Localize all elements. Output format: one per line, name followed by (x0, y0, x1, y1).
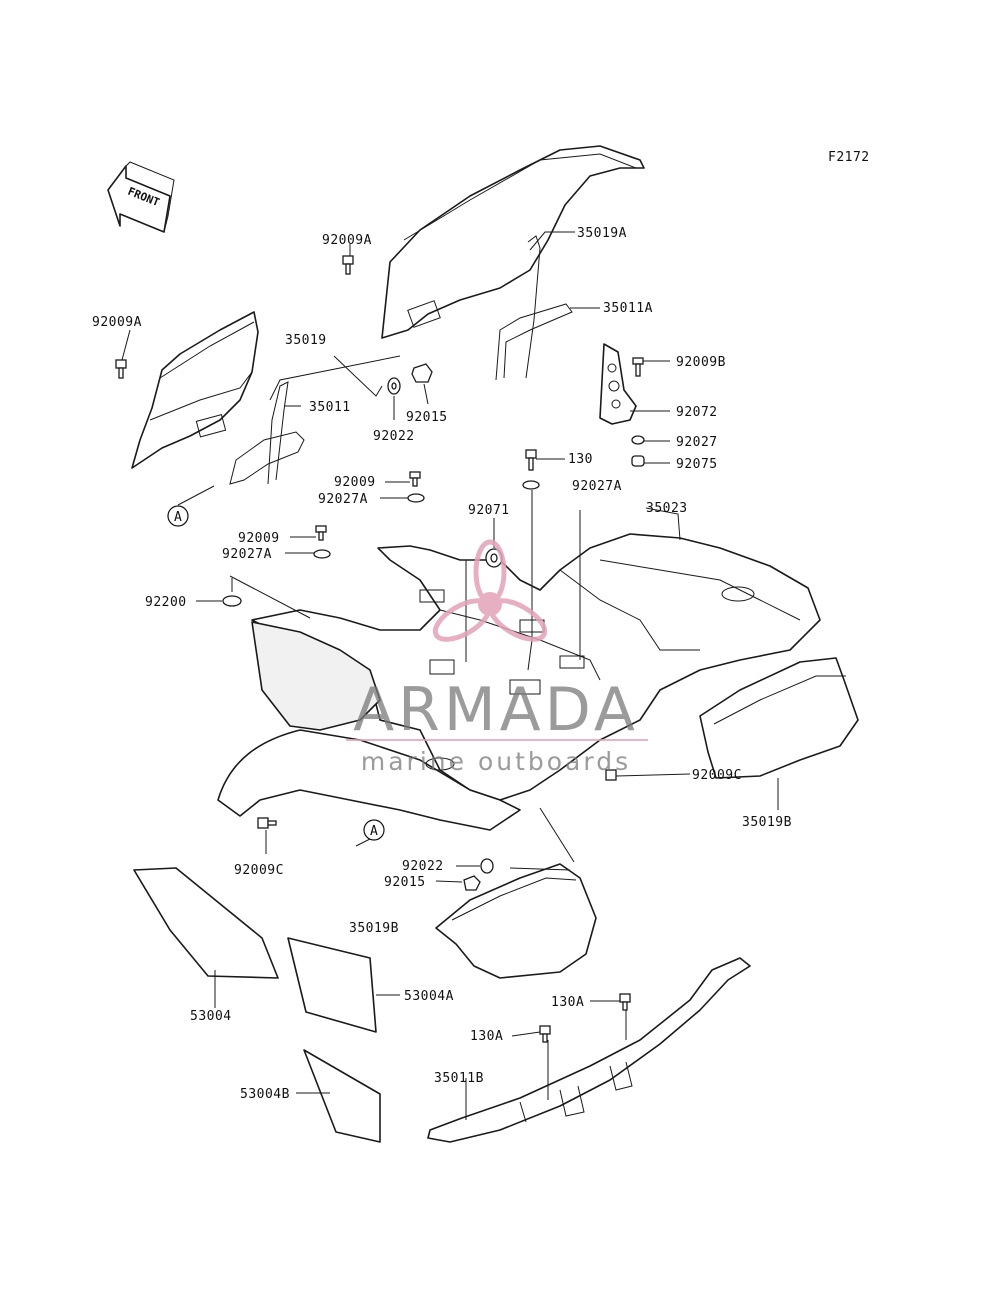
label-35011: 35011 (309, 400, 351, 415)
washer-92027A-a (407, 493, 425, 503)
label-53004A: 53004A (404, 989, 454, 1004)
label-92009A-top: 92009A (322, 233, 372, 248)
svg-text:A: A (174, 510, 182, 525)
label-92009C-right: 92009C (692, 768, 742, 783)
label-53004: 53004 (190, 1009, 232, 1024)
label-130A-right: 130A (551, 995, 584, 1010)
mud-flap-right-35019B (699, 657, 859, 779)
bolt-130 (525, 449, 537, 471)
washer-92200 (222, 595, 242, 607)
label-130: 130 (568, 452, 593, 467)
mud-flap-bottom-35019B (435, 863, 597, 979)
label-92022-top: 92022 (373, 429, 415, 444)
ref-marker-a-upper: A (167, 505, 189, 527)
label-92009C-left: 92009C (234, 863, 284, 878)
label-92009-b: 92009 (238, 531, 280, 546)
bolt-92009-a (409, 471, 421, 487)
leader-lines (121, 231, 779, 1120)
label-92015-top: 92015 (406, 410, 448, 425)
front-arrow-icon: FRONT (107, 161, 175, 233)
decal-53004A (287, 937, 377, 1033)
label-92009-a: 92009 (334, 475, 376, 490)
hardware (115, 255, 645, 1043)
label-92027A-right: 92027A (572, 479, 622, 494)
label-35019B-bot: 35019B (349, 921, 399, 936)
grommet-92075 (631, 455, 645, 467)
label-92022-bot: 92022 (402, 859, 444, 874)
label-35023: 35023 (646, 501, 688, 516)
label-92009A-left: 92009A (92, 315, 142, 330)
label-92027A-b: 92027A (222, 547, 272, 562)
label-35011A: 35011A (603, 301, 653, 316)
bolt-92009A-left (115, 359, 127, 379)
washer-92022-bot (480, 858, 494, 874)
label-92009B: 92009B (676, 355, 726, 370)
svg-text:A: A (370, 824, 378, 839)
decal-53004 (133, 867, 279, 979)
bolt-92009B (632, 357, 644, 377)
armada-logo-icon (432, 539, 548, 642)
bolt-92009C-right (605, 769, 617, 781)
rear-fender-lower-left (217, 621, 521, 831)
figure-code: F2172 (828, 150, 870, 165)
label-92027A-a: 92027A (318, 492, 368, 507)
label-92075: 92075 (676, 457, 718, 472)
washer-92027A-b (313, 549, 331, 559)
label-92015-bot: 92015 (384, 875, 426, 890)
label-35019: 35019 (285, 333, 327, 348)
decal-53004B (303, 1049, 381, 1143)
ref-marker-a-lower: A (363, 819, 385, 841)
nut-92015-top (411, 363, 433, 383)
rear-fender-main-35023 (251, 533, 821, 801)
bolt-92009A-top (342, 255, 354, 275)
label-92072: 92072 (676, 405, 718, 420)
label-130A-left: 130A (470, 1029, 503, 1044)
bolt-130A-right (619, 993, 631, 1011)
rear-fender-upper-right-35019A (381, 145, 645, 339)
bracket-92072 (599, 343, 637, 425)
label-92071: 92071 (468, 503, 510, 518)
washer-92027 (631, 435, 645, 445)
frame-35011B (427, 957, 751, 1143)
stay-35011A (495, 235, 573, 381)
label-92027: 92027 (676, 435, 718, 450)
part-labels: 35019A 92009A 35011A 92009A 35019 35011 … (92, 226, 792, 1102)
bolt-92009-b (315, 525, 327, 541)
washer-92027A-right (522, 480, 540, 490)
label-35011B: 35011B (434, 1071, 484, 1086)
bolt-92009C-left (257, 817, 277, 829)
watermark-tagline: marine outboards (361, 747, 631, 776)
watermark-brand: ARMADA (353, 675, 639, 745)
label-35019B-right: 35019B (742, 815, 792, 830)
label-53004B: 53004B (240, 1087, 290, 1102)
label-92200: 92200 (145, 595, 187, 610)
bolt-130A-left (539, 1025, 551, 1043)
washer-92022-top (387, 377, 401, 395)
stay-35011 (229, 381, 305, 485)
rear-fender-upper-left-35019 (131, 311, 259, 469)
nut-92015-bot (463, 875, 481, 891)
label-35019A: 35019A (577, 226, 627, 241)
